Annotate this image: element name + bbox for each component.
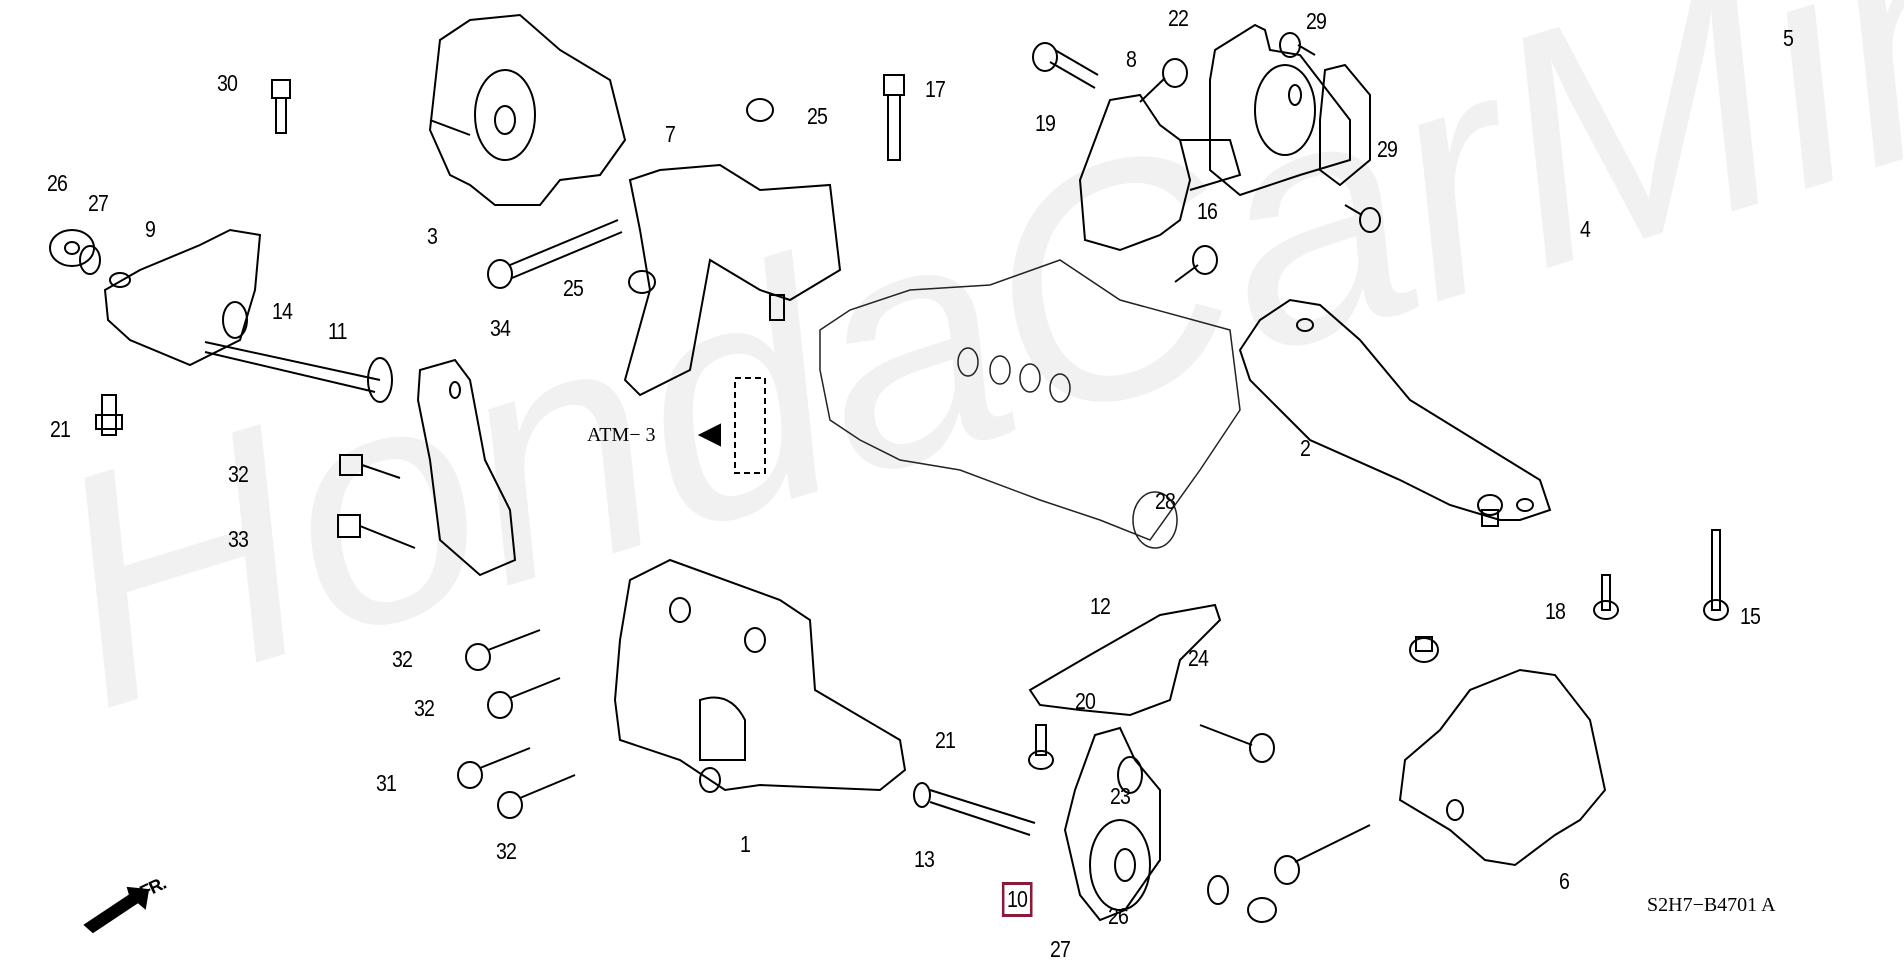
part-label-2[interactable]: 2 xyxy=(1300,435,1311,461)
part-label-18[interactable]: 18 xyxy=(1545,598,1566,624)
part-23-bolt[interactable] xyxy=(1275,825,1370,884)
part-27-washer-lower[interactable] xyxy=(1208,876,1228,904)
part-25-nut-mid[interactable] xyxy=(629,271,655,293)
part-16-bolt[interactable] xyxy=(1175,246,1217,282)
part-18-bolt[interactable] xyxy=(1594,575,1618,619)
part-label-14[interactable]: 14 xyxy=(272,298,293,324)
part-label-27-lower[interactable]: 27 xyxy=(1050,936,1071,962)
part-label-9[interactable]: 9 xyxy=(145,216,156,242)
part-29-bolt-right[interactable] xyxy=(1345,205,1380,232)
part-label-3[interactable]: 3 xyxy=(427,223,438,249)
part-label-33[interactable]: 33 xyxy=(228,526,249,552)
atm-reference-box[interactable] xyxy=(700,378,765,473)
part-label-13[interactable]: 13 xyxy=(914,846,935,872)
part-label-32-a[interactable]: 32 xyxy=(228,461,249,487)
part-label-29-right[interactable]: 29 xyxy=(1377,136,1398,162)
part-label-22[interactable]: 22 xyxy=(1168,5,1189,31)
front-arrow-icon xyxy=(85,888,148,932)
part-11-link[interactable] xyxy=(418,360,515,575)
part-17-bolt[interactable] xyxy=(884,75,904,160)
part-7-bracket[interactable] xyxy=(625,165,840,395)
part-label-5[interactable]: 5 xyxy=(1783,25,1794,51)
part-14-shaft[interactable] xyxy=(205,342,392,402)
diagram-code: S2H7−B4701 A xyxy=(1647,894,1776,916)
part-label-26-lower[interactable]: 26 xyxy=(1108,903,1129,929)
part-label-21-lower[interactable]: 21 xyxy=(935,727,956,753)
part-5-stopper[interactable] xyxy=(1320,65,1370,185)
engine-block xyxy=(820,260,1240,548)
part-label-4[interactable]: 4 xyxy=(1580,216,1591,242)
part-label-6[interactable]: 6 xyxy=(1559,868,1570,894)
part-24-nut[interactable] xyxy=(1410,637,1438,662)
part-label-27-top[interactable]: 27 xyxy=(88,190,109,216)
part-label-26-top[interactable]: 26 xyxy=(47,170,68,196)
part-31-bolt[interactable] xyxy=(458,748,530,788)
part-33-bolt[interactable] xyxy=(338,515,415,548)
part-2-crossmember[interactable] xyxy=(1240,300,1550,520)
part-label-21-left[interactable]: 21 xyxy=(50,416,71,442)
part-label-23[interactable]: 23 xyxy=(1110,783,1131,809)
part-label-24[interactable]: 24 xyxy=(1188,645,1209,671)
part-label-32-d[interactable]: 32 xyxy=(496,838,517,864)
part-32-bolt-c[interactable] xyxy=(488,678,560,718)
atm-reference-label[interactable]: ATM− 3 xyxy=(587,424,656,446)
part-label-1[interactable]: 1 xyxy=(740,831,751,857)
part-28-nut[interactable] xyxy=(1478,495,1502,526)
part-15-bolt[interactable] xyxy=(1704,530,1728,620)
part-6-mount[interactable] xyxy=(1400,670,1605,865)
part-21-bolt-left[interactable] xyxy=(96,395,122,435)
part-label-17[interactable]: 17 xyxy=(925,76,946,102)
part-label-7[interactable]: 7 xyxy=(665,121,676,147)
part-label-19[interactable]: 19 xyxy=(1035,110,1056,136)
part-19-bolt[interactable] xyxy=(1033,43,1098,88)
part-30-bolt[interactable] xyxy=(272,80,290,133)
part-label-16[interactable]: 16 xyxy=(1197,198,1218,224)
part-32-bolt-b[interactable] xyxy=(466,630,540,670)
part-25-nut-top[interactable] xyxy=(747,99,773,121)
part-label-29-top[interactable]: 29 xyxy=(1306,8,1327,34)
part-12-bracket[interactable] xyxy=(1030,605,1220,715)
part-34-bolt[interactable] xyxy=(488,220,622,288)
part-32-bolt-a[interactable] xyxy=(340,455,400,478)
part-label-10[interactable]: 10 xyxy=(1001,882,1033,917)
part-1-bracket[interactable] xyxy=(615,560,905,792)
part-20-bolt[interactable] xyxy=(1200,725,1274,762)
part-10-mount[interactable] xyxy=(1065,728,1160,920)
part-26-nut-top[interactable] xyxy=(50,230,94,266)
part-label-11[interactable]: 11 xyxy=(328,318,347,344)
part-29-bolt-top[interactable] xyxy=(1280,33,1315,57)
part-22-bolt[interactable] xyxy=(1140,59,1187,102)
part-4-mount[interactable] xyxy=(1210,25,1350,195)
part-label-8[interactable]: 8 xyxy=(1126,46,1137,72)
part-27-washer-top[interactable] xyxy=(80,246,100,274)
part-label-31[interactable]: 31 xyxy=(376,770,397,796)
part-21-bolt-lower[interactable] xyxy=(1029,725,1053,769)
part-13-shaft[interactable] xyxy=(914,783,1035,835)
part-label-20[interactable]: 20 xyxy=(1075,688,1096,714)
part-label-25-mid[interactable]: 25 xyxy=(563,275,584,301)
part-label-32-c[interactable]: 32 xyxy=(414,695,435,721)
part-9-bracket[interactable] xyxy=(105,230,260,365)
part-label-28[interactable]: 28 xyxy=(1155,488,1176,514)
part-32-bolt-d[interactable] xyxy=(498,775,575,818)
part-label-15[interactable]: 15 xyxy=(1740,603,1761,629)
part-label-25-top[interactable]: 25 xyxy=(807,103,828,129)
part-label-32-b[interactable]: 32 xyxy=(392,646,413,672)
part-label-12[interactable]: 12 xyxy=(1090,593,1111,619)
part-label-34[interactable]: 34 xyxy=(490,315,511,341)
part-label-30[interactable]: 30 xyxy=(217,70,238,96)
part-8-bracket[interactable] xyxy=(1080,95,1240,250)
part-26-nut-lower[interactable] xyxy=(1248,898,1276,922)
part-3-mount[interactable] xyxy=(430,15,625,205)
